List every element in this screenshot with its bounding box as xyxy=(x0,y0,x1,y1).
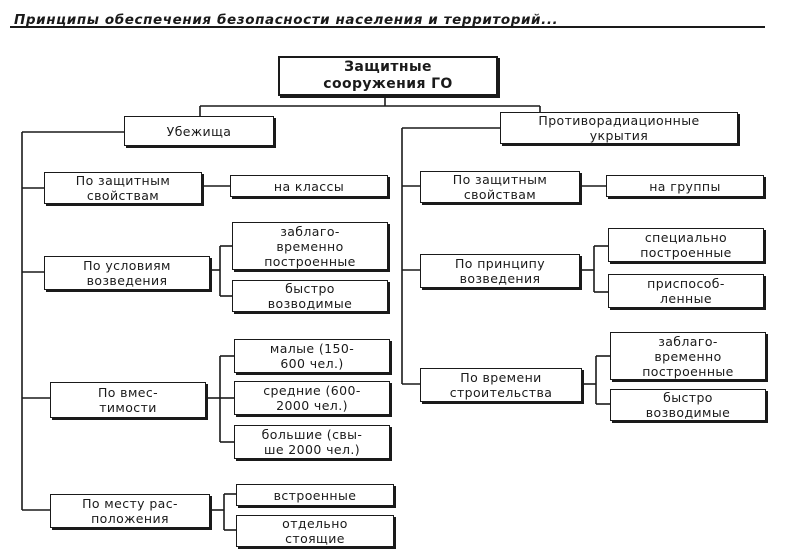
shelters-label: Убежища xyxy=(166,123,232,139)
shelters-group-capacity: По вмес- тимости xyxy=(50,382,206,418)
anti-radiation-label: Противорадиационные укрытия xyxy=(538,113,700,143)
group-label: По месту рас- положения xyxy=(82,496,178,526)
shelters-large-node: большие (свы- ше 2000 чел.) xyxy=(234,425,390,459)
shelters-prebuilt-node: заблаго- временно построенные xyxy=(232,222,388,270)
leaf-label: быстро возводимые xyxy=(645,390,731,420)
leaf-label: быстро возводимые xyxy=(267,281,353,311)
group-label: По условиям возведения xyxy=(83,258,171,288)
shelters-group-construction: По условиям возведения xyxy=(44,256,210,290)
shelters-builtin-node: встроенные xyxy=(236,484,394,506)
shelters-small-node: малые (150- 600 чел.) xyxy=(234,339,390,373)
anti-radiation-adapted-node: приспособ- ленные xyxy=(608,274,764,308)
anti-radiation-group-principle: По принципу возведения xyxy=(420,254,580,288)
group-label: По защитным свойствам xyxy=(75,173,171,203)
header: Принципы обеспечения безопасности населе… xyxy=(8,12,778,28)
leaf-label: на классы xyxy=(273,178,345,194)
leaf-label: на группы xyxy=(649,178,721,194)
anti-radiation-group-time: По времени строительства xyxy=(420,368,582,402)
shelters-group-location: По месту рас- положения xyxy=(50,494,210,528)
leaf-label: средние (600- 2000 чел.) xyxy=(263,383,361,413)
leaf-label: большие (свы- ше 2000 чел.) xyxy=(261,427,363,457)
page-title: Принципы обеспечения безопасности населе… xyxy=(14,12,559,28)
anti-radiation-group-protective: По защитным свойствам xyxy=(420,171,580,203)
anti-radiation-quickbuilt-node: быстро возводимые xyxy=(610,389,766,421)
shelters-standalone-node: отдельно стоящие xyxy=(236,515,394,547)
anti-radiation-groups-node: на группы xyxy=(606,175,764,197)
anti-radiation-prebuilt-node: заблаго- временно построенные xyxy=(610,332,766,380)
group-label: По времени строительства xyxy=(449,370,553,400)
shelters-quickbuilt-node: быстро возводимые xyxy=(232,280,388,312)
leaf-label: малые (150- 600 чел.) xyxy=(269,341,355,371)
root-label: Защитные сооружения ГО xyxy=(323,59,453,92)
leaf-label: заблаго- временно построенные xyxy=(642,333,734,379)
shelters-medium-node: средние (600- 2000 чел.) xyxy=(234,381,390,415)
shelters-node: Убежища xyxy=(124,116,274,146)
group-label: По защитным свойствам xyxy=(452,172,548,202)
anti-radiation-special-node: специально построенные xyxy=(608,228,764,262)
leaf-label: специально построенные xyxy=(640,230,732,260)
leaf-label: отдельно стоящие xyxy=(282,516,348,546)
leaf-label: заблаго- временно построенные xyxy=(264,223,356,269)
group-label: По принципу возведения xyxy=(454,256,546,286)
leaf-label: встроенные xyxy=(273,487,357,503)
group-label: По вмес- тимости xyxy=(97,385,159,415)
title-underline xyxy=(10,26,765,28)
anti-radiation-node: Противорадиационные укрытия xyxy=(500,112,738,144)
root-node: Защитные сооружения ГО xyxy=(278,56,498,96)
shelters-classes-node: на классы xyxy=(230,175,388,197)
shelters-group-protective: По защитным свойствам xyxy=(44,172,202,204)
leaf-label: приспособ- ленные xyxy=(647,276,725,306)
